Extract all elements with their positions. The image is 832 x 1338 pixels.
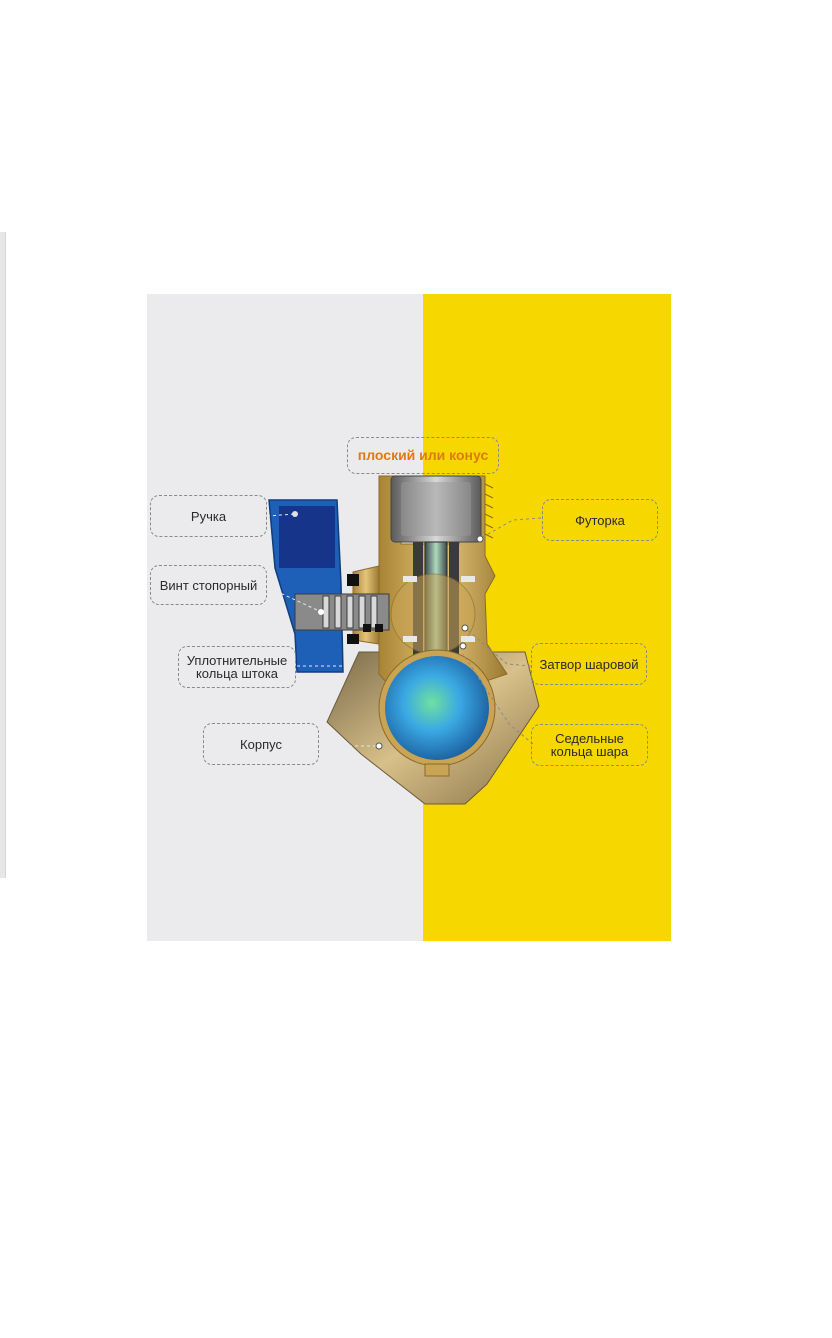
thread-marks (484, 483, 494, 539)
adapter-inner (401, 482, 471, 536)
seat-top-right (461, 576, 475, 582)
seat-bottom-right (461, 636, 475, 642)
ball (385, 656, 489, 760)
page-edge-divider (0, 232, 6, 878)
valve-diagram-svg (147, 294, 671, 941)
label-handle: Ручка (150, 495, 267, 537)
callout-markers (375, 535, 484, 750)
label-seat-rings-line1: Седельные (555, 731, 624, 746)
handle-rivet (292, 511, 298, 517)
stem-threads (322, 595, 378, 629)
valve-cross-section-figure (147, 294, 671, 941)
seat-bottom-left (403, 636, 417, 642)
label-stem-seals: Уплотнительные кольца штока (178, 646, 296, 688)
label-body: Корпус (203, 723, 319, 765)
handle-face (279, 506, 335, 568)
label-ball-valve: Затвор шаровой (531, 643, 647, 685)
label-stem-seals-line2: кольца штока (195, 666, 279, 681)
label-seat-rings-line2: кольца шара (550, 744, 629, 759)
label-lock-screw: Винт стопорный (150, 565, 267, 605)
label-seat-rings: Седельные кольца шара (531, 724, 648, 766)
lock-screw-head (318, 609, 324, 615)
leader-lines-right (462, 517, 542, 745)
seat-top-left (403, 576, 417, 582)
label-stem-seals-line1: Уплотнительные (186, 653, 288, 668)
label-top-connection: плоский или конус (347, 437, 499, 474)
ball-bottom-lug (424, 763, 450, 777)
leader-lines (264, 513, 379, 747)
label-adapter: Футорка (542, 499, 658, 541)
stem-o-rings (347, 574, 383, 644)
